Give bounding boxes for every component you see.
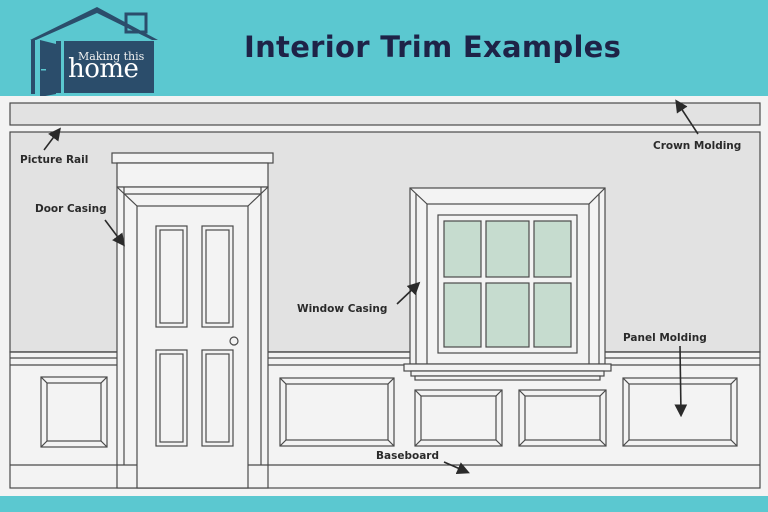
- label-picture-rail: Picture Rail: [20, 154, 89, 166]
- logo-text-making-this: Making this: [78, 50, 145, 63]
- baseboard-arrow: [443, 461, 470, 475]
- label-panel-molding: Panel Molding: [623, 332, 707, 344]
- house-logo-icon: [30, 7, 158, 96]
- label-baseboard: Baseboard: [376, 450, 439, 462]
- window-casing-arrow: [396, 281, 421, 305]
- logo-text-home: home: [68, 54, 139, 84]
- label-crown-molding: Crown Molding: [653, 140, 742, 152]
- trim-diagram: Picture Rail Crown Molding Door Casing W…: [0, 96, 768, 496]
- crown-molding: [9, 102, 761, 126]
- label-door-casing: Door Casing: [35, 203, 107, 215]
- wall-illustration: [9, 99, 761, 489]
- picture-rail-arrow: [43, 127, 61, 151]
- panel-molding: [40, 376, 738, 448]
- crown-molding-arrow: [675, 99, 699, 135]
- page-title: Interior Trim Examples: [244, 30, 622, 64]
- panel-molding-arrow: [674, 345, 688, 418]
- header-banner: Making this home Interior Trim Examples: [0, 0, 768, 96]
- door-casing-arrow: [104, 219, 125, 247]
- footer-band: [0, 496, 768, 512]
- label-window-casing: Window Casing: [297, 303, 388, 315]
